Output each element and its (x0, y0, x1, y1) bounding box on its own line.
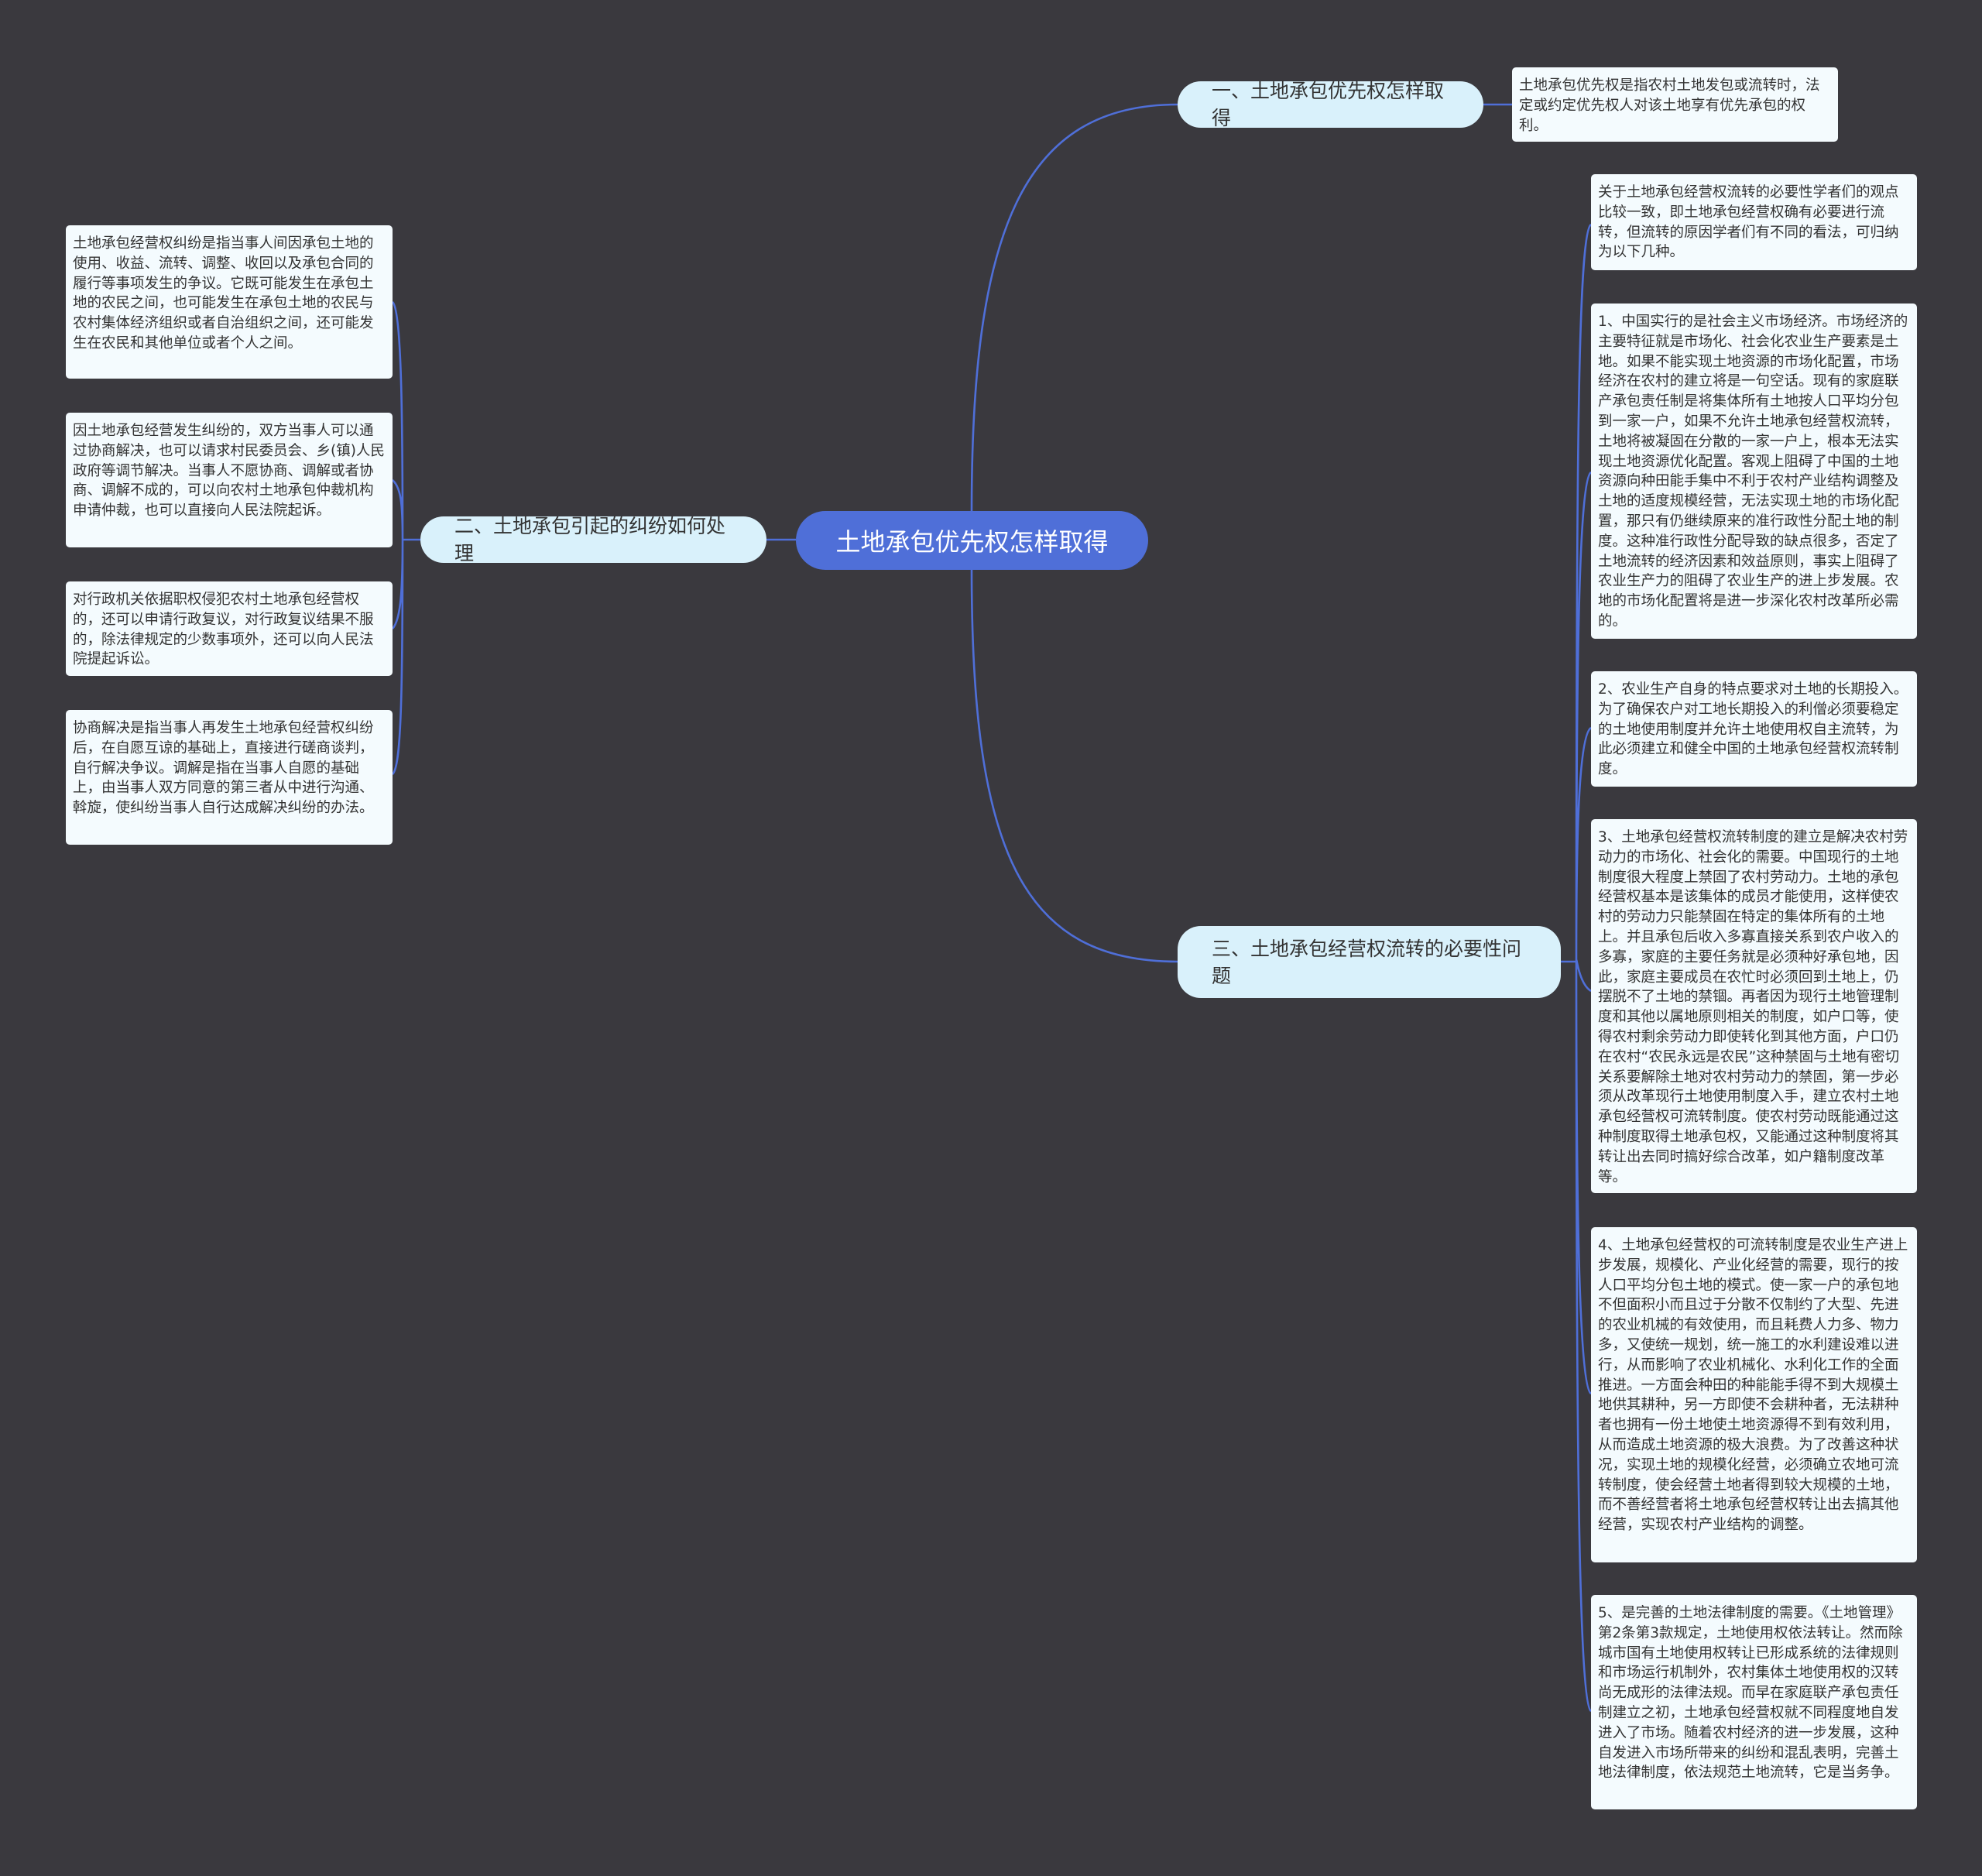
leaf-b3-5[interactable]: 4、土地承包经营权的可流转制度是农业生产进上步发展，规模化、产业化经营的需要，现… (1591, 1227, 1917, 1562)
leaf-b3-4[interactable]: 3、土地承包经营权流转制度的建立是解决农村劳动力的市场化、社会化的需要。中国现行… (1591, 819, 1917, 1193)
branch-topic-2[interactable]: 二、土地承包引起的纠纷如何处理 (420, 515, 766, 564)
leaf-b3-3[interactable]: 2、农业生产自身的特点要求对土地的长期投入。为了确保农户对工地长期投入的利僧必须… (1591, 671, 1917, 787)
leaf-b3-6[interactable]: 5、是完善的土地法律制度的需要。《土地管理》第2条第3款规定，土地使用权依法转让… (1591, 1595, 1917, 1809)
leaf-b2-3[interactable]: 对行政机关依据职权侵犯农村土地承包经营权的，还可以申请行政复议，对行政复议结果不… (66, 581, 393, 676)
link-root-b1 (970, 103, 1178, 512)
leaf-b2-2[interactable]: 因土地承包经营发生纠纷的，双方当事人可以通过协商解决，也可以请求村民委员会、乡(… (66, 413, 393, 547)
leaf-b2-1[interactable]: 土地承包经营权纠纷是指当事人间因承包土地的使用、收益、流转、调整、收回以及承包合… (66, 225, 393, 379)
link-root-b3 (970, 569, 1178, 963)
leaf-b3-2[interactable]: 1、中国实行的是社会主义市场经济。市场经济的主要特征就是市场化、社会化农业生产要… (1591, 304, 1917, 639)
link-b2-leaves (391, 301, 421, 775)
root-topic[interactable]: 土地承包优先权怎样取得 (796, 511, 1148, 570)
leaf-b3-1[interactable]: 关于土地承包经营权流转的必要性学者们的观点比较一致，即土地承包经营权确有必要进行… (1591, 174, 1917, 270)
leaf-b2-4[interactable]: 协商解决是指当事人再发生土地承包经营权纠纷后，在自愿互谅的基础上，直接进行磋商谈… (66, 710, 393, 845)
leaf-b1-1[interactable]: 土地承包优先权是指农村土地发包或流转时，法定或约定优先权人对该土地享有优先承包的… (1512, 67, 1838, 142)
branch-topic-3[interactable]: 三、土地承包经营权流转的必要性问题 (1178, 926, 1561, 998)
link-b3-leaves (1561, 223, 1592, 1713)
branch-topic-1[interactable]: 一、土地承包优先权怎样取得 (1178, 80, 1483, 129)
